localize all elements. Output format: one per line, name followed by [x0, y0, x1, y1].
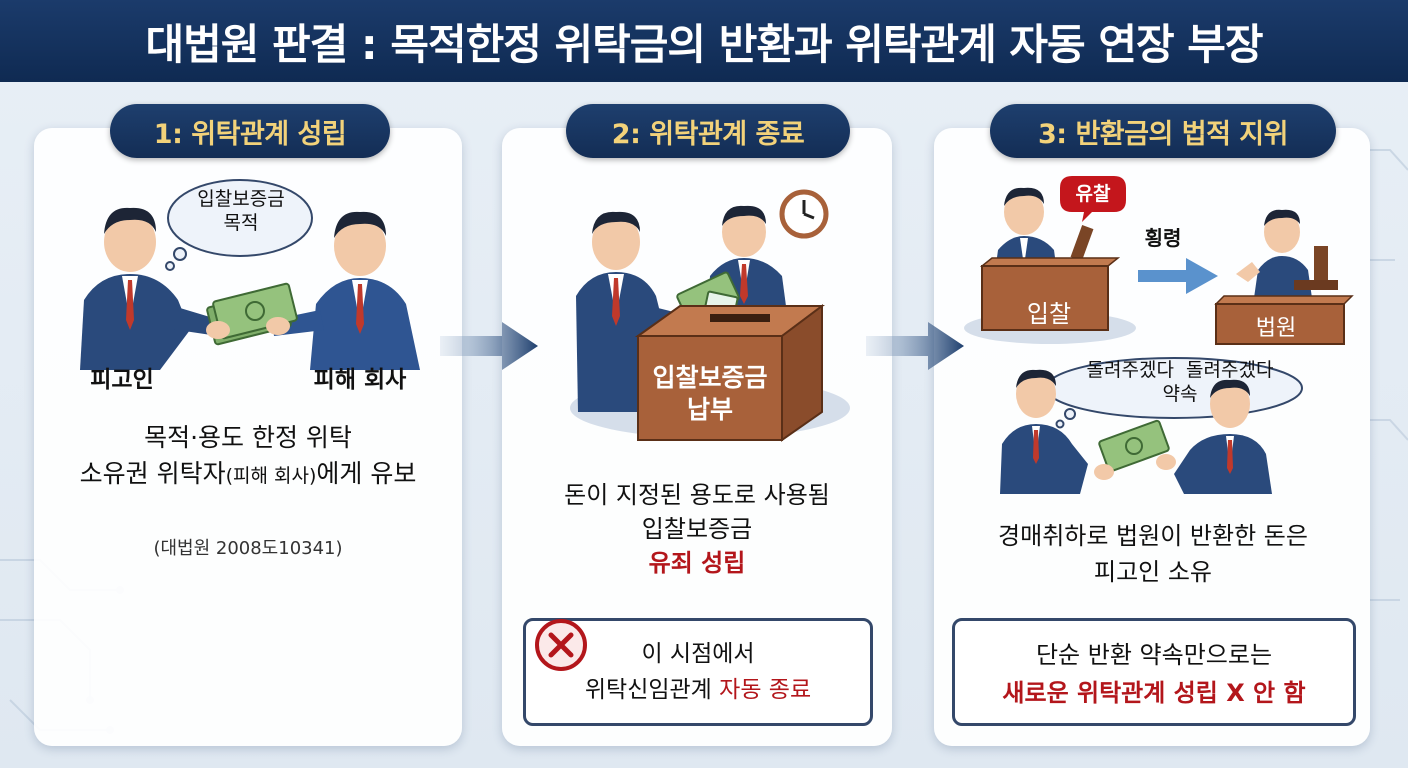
bubble-text-purpose: 입찰보증금 목적: [186, 187, 296, 235]
prohibited-x-icon: [535, 619, 587, 671]
conclusion-line-2: 새로운 위탁관계 성립 X 안 함: [1002, 679, 1306, 707]
panel-1-desc-line-1: 목적·용도 한정 위탁: [144, 423, 352, 452]
header-bar: 대법원 판결 : 목적한정 위탁금의 반환과 위탁관계 자동 연장 부장: [0, 0, 1408, 82]
step-3-label: 3: 반환금의 법적 지위: [990, 104, 1336, 158]
notice-line-1: 이 시점에서: [641, 641, 755, 667]
box-label-line-1: 입찰보증금: [652, 363, 768, 392]
panel-2-description: 돈이 지정된 용도로 사용됨 입찰보증금 유죄 성립: [510, 478, 884, 580]
deposit-box-icon: [634, 304, 825, 442]
notice-line-2-part-b: 자동 종료: [719, 677, 812, 703]
clock-icon: [779, 189, 829, 239]
auction-desk-icon: [979, 257, 1121, 331]
return-promise-scene: [1000, 357, 1303, 494]
desc-line-2-part-b: (피해 회사): [225, 465, 317, 487]
panel-2-desc-line-3: 유죄 성립: [648, 549, 746, 577]
embezzlement-arrow-icon: [1138, 258, 1218, 294]
conclusion-line-1: 단순 반환 약속만으로는: [1035, 641, 1273, 669]
page-title: 대법원 판결 : 목적한정 위탁금의 반환과 위탁관계 자동 연장 부장: [145, 19, 1263, 69]
notice-line-2-part-a: 위탁신임관계: [584, 677, 720, 703]
conclusion-notice-text: 단순 반환 약속만으로는 새로운 위탁관계 성립 X 안 함: [956, 636, 1352, 712]
victim-company-figure-icon: [272, 211, 420, 370]
panel-3-desc-line-2: 피고인 소유: [1093, 558, 1213, 586]
panel-1-description: 목적·용도 한정 위탁 소유권 위탁자(피해 회사)에게 유보: [44, 420, 452, 494]
flow-arrow-2-icon: [866, 322, 964, 370]
promise-bubble-line-2: 약속: [1162, 383, 1198, 405]
panel-1-desc-line-2: 소유권 위탁자(피해 회사)에게 유보: [44, 456, 452, 494]
step-2-label: 2: 위탁관계 종료: [566, 104, 850, 158]
step-1-label: 1: 위탁관계 성립: [110, 104, 390, 158]
label-victim-company: 피해 회사: [313, 367, 407, 393]
notice-line-2: 위탁신임관계 자동 종료: [530, 672, 866, 708]
conclusion-notice-box: [952, 618, 1356, 726]
label-defendant: 피고인: [90, 367, 154, 393]
deposit-scene: [570, 189, 850, 442]
promise-bubble-line-1: 돌려주겠다 돌려주겠다: [1086, 359, 1274, 381]
panel-3-description: 경매취하로 법원이 반환한 돈은 피고인 소유: [944, 518, 1362, 590]
embezzlement-label: 횡령: [1144, 226, 1182, 250]
termination-notice-box: [523, 618, 873, 726]
handover-scene: [80, 179, 420, 370]
court-bench-label: 법원: [1255, 316, 1297, 341]
desc-line-2-part-c: 에게 유보: [316, 459, 417, 488]
defendant-figure-icon: [80, 207, 220, 370]
auction-court-scene: [964, 176, 1354, 345]
bubble-line-2: 목적: [223, 212, 259, 234]
court-bench-icon: [1214, 295, 1354, 345]
case-citation: (대법원 2008도10341): [153, 538, 343, 559]
auction-desk-label: 입찰: [1026, 300, 1072, 328]
returned-cash-icon: [1098, 419, 1170, 473]
failed-bid-badge-label: 유찰: [1075, 183, 1111, 205]
flow-arrow-1-icon: [440, 322, 538, 370]
court-officer-figure-icon: [1000, 369, 1088, 494]
desc-line-2-part-a: 소유권 위탁자: [79, 459, 226, 488]
bubble-line-1: 입찰보증금: [197, 188, 285, 210]
defendant-receiving-figure-icon: [1174, 379, 1272, 494]
panel-3-desc-line-1: 경매취하로 법원이 반환한 돈은: [998, 522, 1308, 550]
box-label-line-2: 납부: [686, 395, 733, 424]
panel-2-desc-line-2: 입찰보증금: [641, 515, 753, 543]
court-gavel-icon: [1294, 246, 1338, 290]
promise-bubble-text: 돌려주겠다 돌려주겠다 약속: [1050, 358, 1310, 406]
speech-bubble-icon: [165, 179, 313, 271]
failed-bid-badge-icon: [1060, 176, 1126, 222]
panel-2-desc-line-1: 돈이 지정된 용도로 사용됨: [564, 481, 830, 509]
termination-notice-text: 이 시점에서 위탁신임관계 자동 종료: [530, 636, 866, 708]
deposit-box-label: 입찰보증금 납부: [640, 362, 780, 426]
